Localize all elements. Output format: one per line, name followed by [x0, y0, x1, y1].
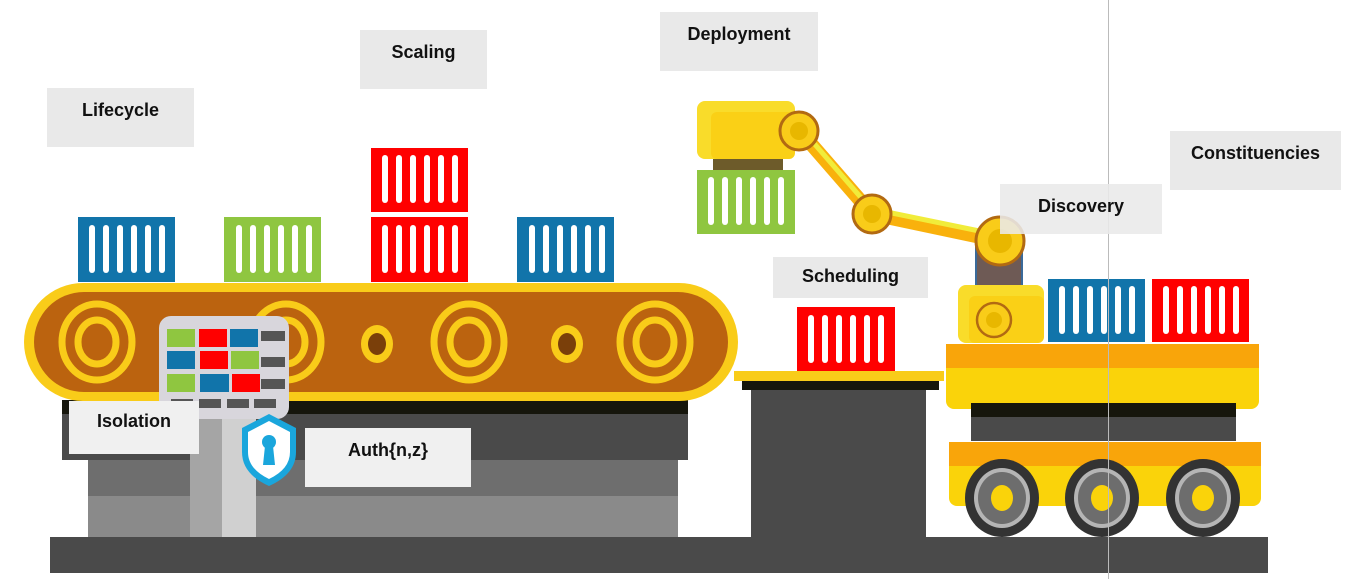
label-lifecycle: Lifecycle: [47, 88, 194, 147]
container-green-held: [697, 170, 795, 234]
label-scheduling: Scheduling: [773, 257, 928, 298]
container-red-scheduling: [797, 307, 895, 371]
container-red-scaled-bottom: [371, 217, 468, 282]
conveyor-stand: [62, 400, 688, 537]
container-red-scaled-top: [371, 148, 468, 212]
container-blue-2: [517, 217, 614, 282]
label-constituencies: Constituencies: [1170, 131, 1341, 190]
container-red-truck: [1152, 279, 1249, 342]
guide-line: [1108, 0, 1109, 579]
container-blue-truck: [1048, 279, 1145, 342]
conveyor-belt-icon: [24, 283, 738, 401]
label-deployment: Deployment: [660, 12, 818, 71]
label-scaling: Scaling: [360, 30, 487, 89]
label-isolation: Isolation: [69, 401, 199, 454]
container-blue-1: [78, 217, 175, 282]
robot-arm-icon: [697, 101, 1026, 289]
scheduling-pedestal: [734, 371, 944, 537]
label-auth: Auth{n,z}: [305, 428, 471, 487]
cargo-truck-icon: [946, 285, 1261, 537]
container-green-1: [224, 217, 321, 282]
ground-base: [50, 537, 1268, 573]
shield-keyhole-icon: [242, 414, 296, 486]
label-discovery: Discovery: [1000, 184, 1162, 234]
control-panel-icon: [159, 316, 289, 419]
